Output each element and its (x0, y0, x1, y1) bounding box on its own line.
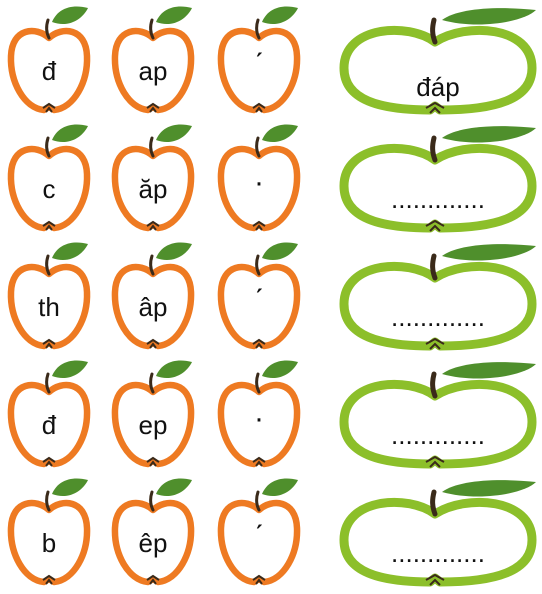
word-row: b êp ˊ ............. (0, 476, 542, 594)
tone-label: ˊ (254, 284, 264, 317)
rhyme-label: êp (138, 528, 168, 558)
apple-consonant: th (6, 240, 92, 352)
apple-tone: ˊ (216, 476, 302, 588)
tone-label: · (254, 166, 264, 199)
orange-apple-outline-icon (111, 124, 195, 232)
orange-apple-outline-icon (217, 124, 301, 232)
apple-rhyme: êp (110, 476, 196, 588)
orange-apple-outline-icon (7, 478, 91, 586)
apple-consonant: b (6, 476, 92, 588)
rhyme-label: âp (138, 292, 168, 322)
answer-text[interactable]: ............. (391, 302, 485, 332)
green-apple-outline-icon (339, 480, 537, 587)
apple-rhyme: âp (110, 240, 196, 352)
consonant-label: c (42, 174, 56, 204)
tone-label: · (254, 402, 264, 435)
answer-text[interactable]: ............. (391, 538, 485, 568)
apple-tone: ˊ (216, 4, 302, 116)
apple-consonant: c (6, 122, 92, 234)
answer-apple: ............. (338, 476, 538, 588)
consonant-label: th (38, 292, 60, 322)
word-row: đ ap ˊ đáp (0, 4, 542, 122)
apple-consonant: đ (6, 358, 92, 470)
consonant-label: đ (41, 56, 57, 86)
orange-apple-outline-icon (217, 242, 301, 350)
orange-apple-outline-icon (111, 242, 195, 350)
apple-rhyme: ăp (110, 122, 196, 234)
orange-apple-outline-icon (217, 478, 301, 586)
answer-apple: ............. (338, 358, 538, 470)
apple-consonant: đ (6, 4, 92, 116)
apple-tone: · (216, 358, 302, 470)
tone-label: ˊ (254, 48, 264, 81)
answer-apple: đáp (338, 4, 538, 116)
answer-text: đáp (416, 72, 460, 102)
consonant-label: b (41, 528, 57, 558)
green-apple-outline-icon (339, 362, 537, 469)
consonant-label: đ (41, 410, 57, 440)
orange-apple-outline-icon (217, 6, 301, 114)
orange-apple-outline-icon (7, 6, 91, 114)
orange-apple-outline-icon (7, 242, 91, 350)
orange-apple-outline-icon (7, 124, 91, 232)
green-apple-outline-icon (339, 126, 537, 233)
apple-rhyme: ep (110, 358, 196, 470)
orange-apple-outline-icon (111, 360, 195, 468)
rhyme-label: ăp (138, 174, 168, 204)
word-row: th âp ˊ ............. (0, 240, 542, 358)
rhyme-label: ap (138, 56, 168, 86)
answer-text[interactable]: ............. (391, 184, 485, 214)
answer-apple: ............. (338, 122, 538, 234)
rhyme-label: ep (138, 410, 168, 440)
orange-apple-outline-icon (111, 6, 195, 114)
apple-tone: ˊ (216, 240, 302, 352)
orange-apple-outline-icon (111, 478, 195, 586)
green-apple-outline-icon (339, 8, 537, 115)
apple-tone: · (216, 122, 302, 234)
answer-text[interactable]: ............. (391, 420, 485, 450)
orange-apple-outline-icon (217, 360, 301, 468)
word-row: c ăp · ............. (0, 122, 542, 240)
orange-apple-outline-icon (7, 360, 91, 468)
green-apple-outline-icon (339, 244, 537, 351)
tone-label: ˊ (254, 520, 264, 553)
apple-rhyme: ap (110, 4, 196, 116)
word-row: đ ep · ............. (0, 358, 542, 476)
answer-apple: ............. (338, 240, 538, 352)
